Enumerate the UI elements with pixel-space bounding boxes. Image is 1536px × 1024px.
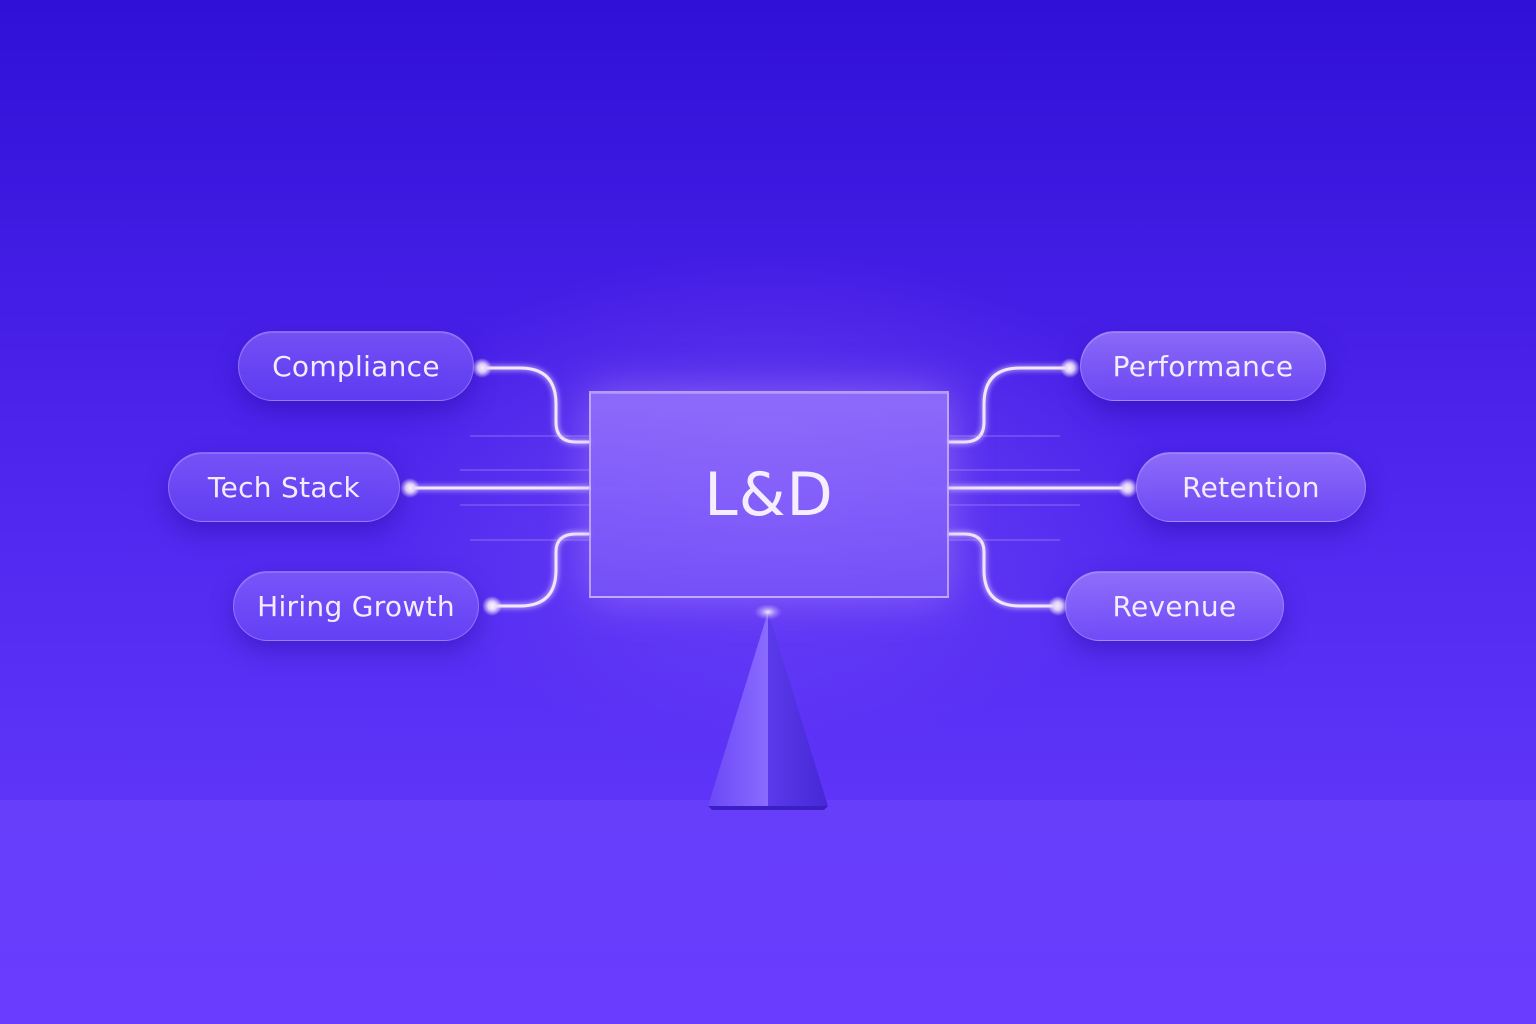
wire-performance	[947, 366, 1072, 444]
glow-dot	[1048, 596, 1068, 616]
node-hiring-growth: Hiring Growth	[233, 571, 479, 641]
center-label: L&D	[704, 459, 834, 530]
glow-dot	[400, 478, 420, 498]
node-compliance: Compliance	[238, 331, 474, 401]
floor-glow	[0, 800, 1536, 1024]
node-tech-stack: Tech Stack	[168, 452, 400, 522]
wire-compliance	[480, 366, 591, 444]
node-revenue: Revenue	[1065, 571, 1284, 641]
center-node: L&D	[589, 391, 949, 598]
wire-hiring-growth	[490, 532, 591, 608]
node-retention: Retention	[1136, 452, 1366, 522]
glow-dot	[482, 596, 502, 616]
fulcrum-triangle	[708, 604, 828, 810]
glow-dot	[472, 358, 492, 378]
glow-dot	[1060, 358, 1080, 378]
wire-revenue	[947, 532, 1060, 608]
node-performance: Performance	[1080, 331, 1326, 401]
glow-dot	[1118, 478, 1138, 498]
